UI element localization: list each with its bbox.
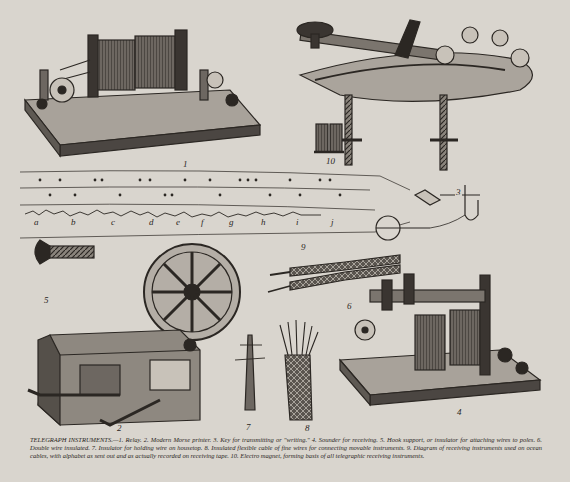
callout-number: 6 bbox=[346, 302, 353, 311]
callout-number: 9 bbox=[300, 243, 307, 252]
signal-letter: e bbox=[175, 218, 181, 227]
signal-letter: j bbox=[330, 218, 335, 227]
signal-letter: h bbox=[260, 218, 267, 227]
callout-number: 8 bbox=[304, 424, 311, 433]
signal-letter: b bbox=[70, 218, 77, 227]
sounder bbox=[340, 274, 540, 405]
signal-letter: i bbox=[295, 218, 300, 227]
caption: TELEGRAPH INSTRUMENTS.—1. Relay. 2. Mode… bbox=[30, 436, 542, 460]
callout-number: 10 bbox=[325, 157, 336, 166]
relay bbox=[25, 30, 260, 156]
callout-number: 7 bbox=[245, 423, 252, 432]
double-wire bbox=[268, 255, 400, 292]
callout-number: 1 bbox=[182, 160, 189, 169]
electro-magnet bbox=[314, 124, 344, 152]
signal-letter: f bbox=[200, 218, 205, 227]
housetop-insulator bbox=[235, 335, 265, 410]
flexible-cable bbox=[280, 320, 318, 420]
signal-letter: d bbox=[148, 218, 155, 227]
signal-letter: g bbox=[228, 218, 235, 227]
callout-number: 4 bbox=[456, 408, 463, 417]
callout-number: 3 bbox=[455, 188, 462, 197]
morse-printer bbox=[28, 244, 240, 425]
callout-number: 5 bbox=[43, 296, 50, 305]
signal-letter: c bbox=[110, 218, 116, 227]
callout-number: 2 bbox=[116, 424, 123, 433]
hook-insulator bbox=[35, 240, 94, 264]
signal-letter: a bbox=[33, 218, 40, 227]
telegraph-key bbox=[297, 20, 533, 170]
